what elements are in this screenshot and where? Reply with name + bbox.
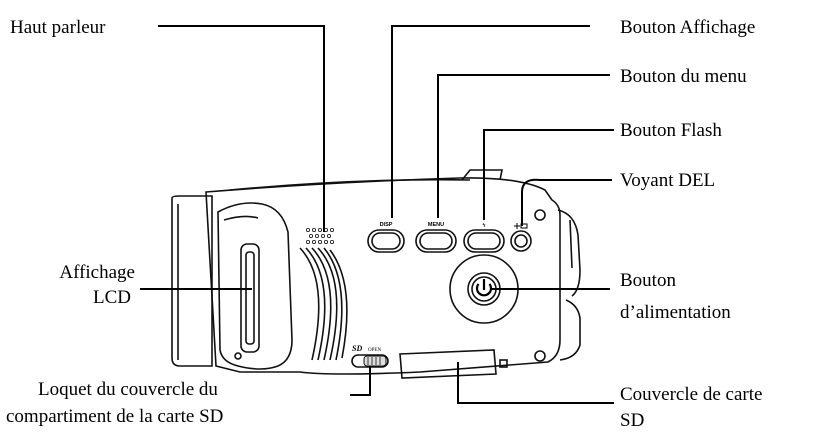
menu-button[interactable]: MENU: [415, 222, 457, 253]
leader-disp: [391, 25, 590, 218]
label-lcd-2: LCD: [93, 287, 131, 308]
leader-card-cover: [457, 362, 614, 404]
label-latch-1: Loquet du couvercle du: [38, 379, 218, 400]
label-power-2: d’alimentation: [620, 302, 731, 323]
leader-latch: [350, 366, 371, 396]
speaker-grille: [299, 247, 348, 361]
label-latch-2: compartiment de la carte SD: [6, 406, 223, 427]
label-speaker: Haut parleur: [10, 17, 106, 38]
leader-lines: [140, 25, 614, 404]
disp-button[interactable]: DISP: [367, 222, 405, 253]
callout-labels: Haut parleur Bouton Affichage Bouton du …: [6, 17, 762, 431]
disp-marking: DISP: [380, 222, 393, 228]
label-disp-button: Bouton Affichage: [620, 17, 755, 38]
label-led: Voyant DEL: [620, 170, 715, 191]
sd-logo: SD: [352, 344, 362, 353]
leader-flash: [483, 129, 614, 220]
label-card-cover-1: Couvercle de carte: [620, 384, 762, 405]
label-flash-button: Bouton Flash: [620, 120, 722, 141]
sd-latch[interactable]: SD OPEN: [351, 344, 389, 368]
leader-speaker: [158, 25, 325, 232]
label-card-cover-2: SD: [620, 410, 644, 431]
label-power-1: Bouton: [620, 270, 676, 291]
leader-led: [521, 178, 612, 226]
led-indicator: [510, 223, 532, 252]
camcorder-body: [171, 169, 581, 375]
flash-icon: ϟ: [483, 223, 486, 229]
label-menu-button: Bouton du menu: [620, 66, 747, 87]
menu-marking: MENU: [428, 222, 444, 228]
sd-card-cover[interactable]: [399, 349, 508, 379]
sd-open-marking: OPEN: [368, 348, 381, 353]
label-lcd-1: Affichage: [59, 262, 135, 283]
flash-button[interactable]: ϟ: [463, 223, 505, 253]
speaker-holes: [305, 227, 334, 244]
leader-menu: [437, 74, 610, 218]
power-icon: [475, 283, 493, 297]
camera-mode-icon: [514, 223, 528, 229]
